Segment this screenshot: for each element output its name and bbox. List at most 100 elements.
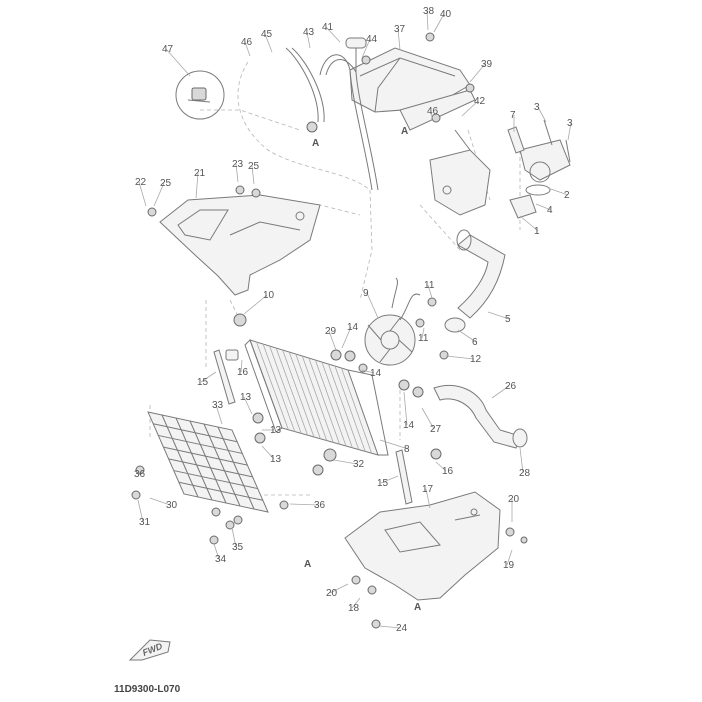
callout-9: 9 [363, 288, 369, 299]
callout-8: 8 [404, 444, 410, 455]
leader-line [430, 110, 433, 119]
leader-line [487, 311, 510, 320]
leader-line [469, 63, 486, 83]
grille-bar [178, 481, 263, 501]
leader-line [351, 597, 361, 609]
radiator-fin [282, 349, 315, 438]
leader-line [243, 294, 268, 315]
callout-11: 11 [424, 280, 435, 291]
callout-36: 36 [134, 469, 146, 480]
leader-line [457, 329, 477, 343]
leader-line [366, 292, 379, 319]
leader-line [325, 26, 341, 43]
fasteners [209, 32, 528, 629]
callout-1: 1 [534, 226, 540, 237]
leader-line [379, 625, 401, 629]
callout-20: 20 [326, 588, 338, 599]
part-callouts: 1233456789101111121313131414141515161617… [134, 6, 573, 634]
callout-25: 25 [248, 161, 260, 172]
callout-12: 12 [470, 354, 482, 365]
leader-line [421, 327, 425, 339]
detail-circle-47 [175, 70, 225, 120]
leader-line [213, 543, 220, 560]
leader-line [231, 527, 237, 548]
leader-line [427, 284, 433, 299]
callout-3: 3 [567, 118, 573, 129]
radiator-hose-lower [433, 384, 528, 449]
callout-21: 21 [194, 168, 206, 179]
leader-line [341, 326, 352, 349]
leader-line [264, 33, 273, 53]
rubber-strips [213, 349, 413, 505]
callout-31: 31 [139, 517, 151, 528]
callout-4: 4 [547, 205, 553, 216]
callout-17: 17 [422, 484, 434, 495]
ref-letter-a: A [414, 602, 421, 613]
leader-line [519, 447, 524, 474]
grille-bar [168, 458, 253, 478]
callout-24: 24 [396, 623, 408, 634]
radiator-hose-upper [444, 229, 506, 333]
callout-7: 7 [510, 110, 516, 121]
leader-line [380, 475, 399, 484]
reference-letters: A A A A [304, 126, 421, 613]
leader-line [426, 10, 429, 31]
leader-line [333, 459, 358, 465]
callout-23: 23 [232, 159, 244, 170]
callout-26: 26 [505, 381, 517, 392]
callout-44: 44 [366, 34, 378, 45]
leader-line [240, 359, 243, 373]
callout-25: 25 [160, 178, 172, 189]
ref-letter-a: A [312, 138, 319, 149]
callout-34: 34 [215, 554, 227, 565]
upper-shroud [147, 194, 321, 296]
leader-line [165, 48, 191, 77]
leader-line [328, 330, 337, 351]
grille-bar [161, 414, 199, 498]
callout-45: 45 [261, 29, 273, 40]
radiator-fin [328, 363, 360, 450]
leader-line [329, 583, 349, 594]
callout-38: 38 [423, 6, 435, 17]
callout-3: 3 [534, 102, 540, 113]
callout-39: 39 [481, 59, 493, 70]
callout-15: 15 [197, 377, 209, 388]
callout-16: 16 [237, 367, 249, 378]
leader-line [244, 41, 251, 57]
radiator-fin [314, 359, 347, 447]
grille-bar [203, 423, 241, 507]
callout-28: 28 [519, 468, 531, 479]
leader-line [289, 503, 319, 506]
callout-13: 13 [270, 454, 282, 465]
leader-line [535, 203, 552, 211]
leader-line [251, 165, 255, 185]
leader-line [435, 461, 447, 472]
leader-line [361, 38, 371, 59]
callout-14: 14 [403, 420, 415, 431]
ref-letter-a: A [304, 559, 311, 570]
radiator-fin [301, 355, 334, 443]
callout-10: 10 [263, 290, 275, 301]
callout-40: 40 [440, 9, 452, 20]
leader-line [433, 13, 445, 33]
leader-line [149, 497, 171, 506]
leader-line [519, 215, 539, 232]
cooling-fan [364, 277, 421, 366]
leader-line [137, 499, 144, 523]
leader-line [491, 385, 510, 399]
callout-43: 43 [303, 27, 315, 38]
callout-2: 2 [564, 190, 570, 201]
callout-5: 5 [505, 314, 511, 325]
callout-46: 46 [427, 106, 439, 117]
leader-line [215, 404, 223, 425]
radiator-fin [262, 343, 296, 432]
leader-line [195, 172, 199, 199]
leader-line [547, 187, 569, 196]
leader-lines [137, 10, 572, 629]
leader-line [243, 396, 253, 415]
callout-13: 13 [240, 392, 252, 403]
ref-letter-a: A [401, 126, 408, 137]
radiator-fin [295, 353, 328, 441]
fwd-arrow: FWD [128, 639, 171, 661]
